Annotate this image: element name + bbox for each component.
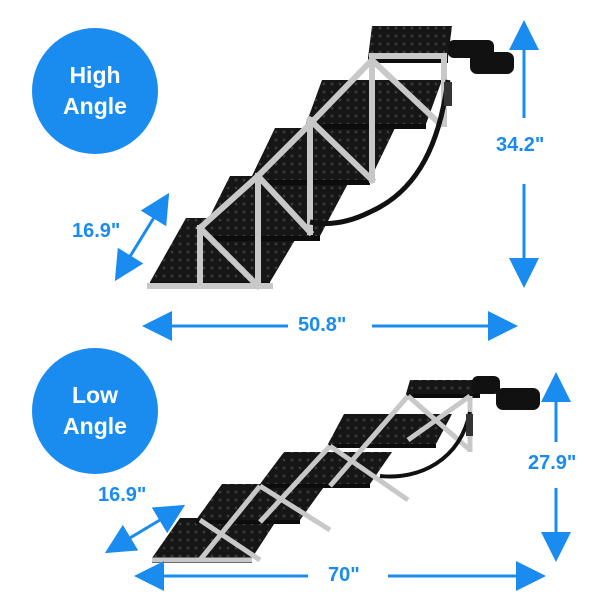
low-length-label: 70" (328, 564, 360, 586)
strap-high (309, 79, 451, 227)
high-length-label: 50.8" (298, 314, 347, 336)
buckle-low (466, 414, 473, 436)
high-height-label: 34.2" (496, 134, 545, 156)
low-angle-badge: Low Angle (32, 348, 158, 474)
low-step-top (406, 380, 484, 398)
high-angle-badge: High Angle (32, 28, 158, 154)
low-angle-stairs (152, 376, 540, 563)
low-step-2 (196, 484, 326, 524)
low-depth-arrow (104, 504, 186, 554)
high-angle-label-line1: High (69, 62, 121, 88)
high-angle-stairs (147, 26, 514, 291)
low-step-4 (328, 414, 452, 448)
strap-low (379, 411, 472, 479)
low-angle-label-line1: Low (72, 382, 118, 408)
low-step-3 (260, 452, 392, 488)
buckle-high (444, 82, 452, 106)
low-height-label: 27.9" (528, 452, 577, 474)
scissor-frame-high (147, 53, 447, 291)
high-depth-arrow (114, 192, 170, 282)
handles-low (472, 376, 540, 410)
high-depth-label: 16.9" (72, 220, 121, 242)
low-angle-label-line2: Angle (63, 413, 127, 439)
handles-high (448, 40, 514, 74)
step-top (368, 26, 452, 63)
high-angle-label-line2: Angle (63, 93, 127, 119)
low-depth-label: 16.9" (98, 484, 147, 506)
